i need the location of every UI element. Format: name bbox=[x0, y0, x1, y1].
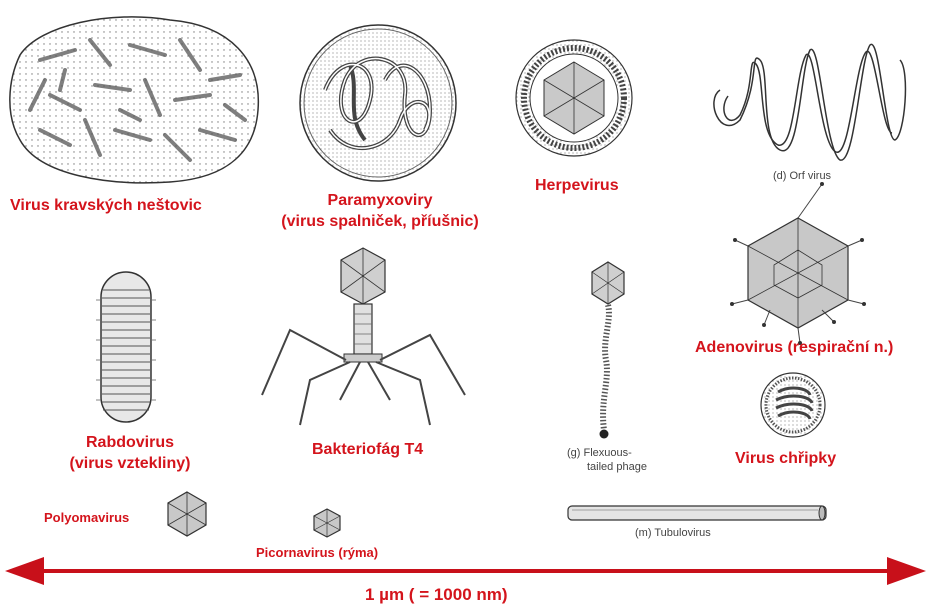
label-picorna: Picornavirus (rýma) bbox=[256, 545, 378, 560]
picornavirus-drawing bbox=[314, 509, 340, 537]
caption-flexuous-line1: (g) Flexuous- bbox=[567, 447, 632, 459]
label-rhabdo-line2: (virus vztekliny) bbox=[50, 455, 210, 473]
label-herpes: Herpevirus bbox=[535, 177, 619, 195]
label-t4: Bakteriofág T4 bbox=[312, 441, 423, 459]
cowpox-virus-drawing bbox=[10, 17, 258, 183]
orf-virus-drawing bbox=[714, 44, 906, 160]
label-flu: Virus chřipky bbox=[735, 450, 836, 468]
label-polyoma: Polyomavirus bbox=[44, 510, 129, 525]
label-cowpox: Virus kravských neštovic bbox=[10, 197, 202, 215]
label-adeno: Adenovirus (respirační n.) bbox=[695, 339, 893, 357]
polyomavirus-drawing bbox=[168, 492, 206, 536]
adenovirus-drawing bbox=[730, 182, 866, 345]
influenza-virus-drawing bbox=[761, 373, 825, 437]
flexuous-phage-drawing bbox=[592, 262, 624, 439]
caption-orf: (d) Orf virus bbox=[773, 170, 831, 182]
caption-tubulo: (m) Tubulovirus bbox=[635, 527, 711, 539]
scale-label: 1 µm ( = 1000 nm) bbox=[365, 585, 508, 605]
t4-phage-drawing bbox=[262, 248, 465, 425]
scale-arrow bbox=[5, 557, 926, 585]
label-rhabdo-line1: Rabdovirus bbox=[75, 434, 185, 452]
label-paramyxo-line1: Paramyxoviry bbox=[320, 192, 440, 210]
herpesvirus-drawing bbox=[516, 40, 632, 156]
rhabdovirus-drawing bbox=[96, 272, 156, 422]
tubulovirus-drawing bbox=[568, 506, 826, 520]
label-paramyxo-line2: (virus spalniček, příušnic) bbox=[265, 213, 495, 231]
paramyxovirus-drawing bbox=[300, 25, 456, 181]
caption-flexuous-line2: tailed phage bbox=[587, 461, 647, 473]
